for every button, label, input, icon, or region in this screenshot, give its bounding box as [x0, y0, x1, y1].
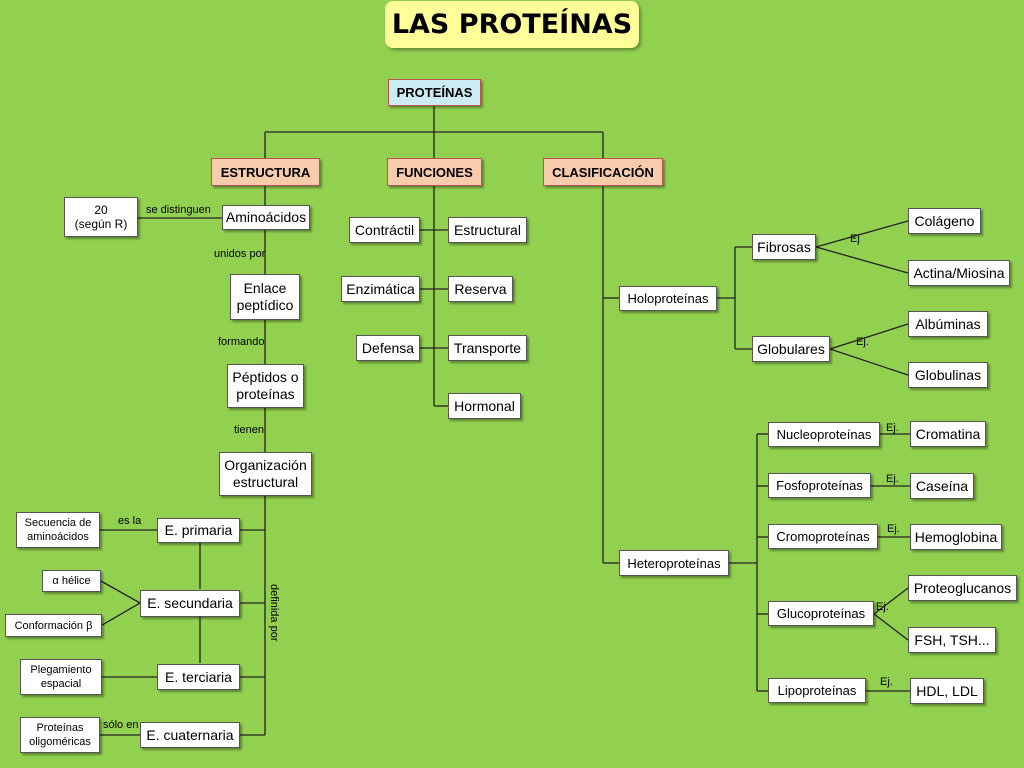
node-cromatina: Cromatina [910, 421, 986, 447]
node-reserva: Reserva [448, 276, 513, 302]
header-clasificacion: CLASIFICACIÓN [543, 158, 663, 186]
node-hemoglobina: Hemoglobina [910, 524, 1002, 550]
node-caseina: Caseína [910, 473, 974, 499]
node-proteoglucanos: Proteoglucanos [908, 575, 1017, 601]
node-globulares: Globulares [752, 336, 830, 362]
node-e-terciaria: E. terciaria [157, 664, 240, 690]
node-organizacion-estructural: Organización estructural [219, 452, 312, 496]
label-se-distinguen: se distinguen [146, 204, 211, 216]
label-ej-lipo: Ej. [880, 676, 893, 688]
label-ej-fibrosas: Ej [850, 233, 860, 245]
node-hdl-ldl: HDL, LDL [910, 678, 984, 704]
node-enlace-peptidico: Enlace peptídico [230, 274, 300, 320]
node-globulinas: Globulinas [908, 362, 988, 388]
node-albuminas: Albúminas [908, 311, 988, 337]
label-ej-globulares: Ej. [856, 336, 869, 348]
node-fibrosas: Fibrosas [752, 234, 816, 260]
node-transporte: Transporte [448, 335, 527, 361]
node-fsh-tsh: FSH, TSH... [908, 627, 996, 653]
node-plegamiento-espacial: Plegamiento espacial [20, 659, 102, 695]
label-ej-cromo: Ej. [887, 523, 900, 535]
label-unidos-por: unidos por [214, 248, 266, 260]
node-cromoproteinas: Cromoproteínas [768, 524, 878, 549]
node-enzimatica: Enzimática [341, 276, 420, 302]
node-colageno: Colágeno [908, 208, 981, 234]
node-secuencia-aminoacidos: Secuencia de aminoácidos [16, 512, 100, 548]
diagram-title: LAS PROTEÍNAS [385, 1, 639, 48]
node-e-primaria: E. primaria [157, 518, 240, 543]
node-peptidos-o-proteinas: Péptidos o proteínas [227, 364, 304, 408]
header-funciones: FUNCIONES [387, 158, 482, 186]
node-fosfoproteinas: Fosfoproteínas [768, 473, 871, 498]
node-holoproteinas: Holoproteínas [619, 286, 717, 311]
label-tienen: tienen [234, 424, 264, 436]
node-e-secundaria: E. secundaria [140, 590, 240, 617]
label-definida-por: definida por [268, 584, 280, 642]
node-heteroproteinas: Heteroproteínas [619, 550, 729, 576]
node-estructural: Estructural [448, 217, 527, 243]
node-conformacion-beta: Conformación β [5, 614, 102, 637]
label-formando: formando [218, 336, 265, 348]
node-e-cuaternaria: E. cuaternaria [140, 722, 240, 748]
node-hormonal: Hormonal [448, 393, 521, 419]
node-glucoproteinas: Glucoproteínas [768, 601, 874, 626]
node-actina-miosina: Actina/Miosina [908, 260, 1010, 286]
node-nucleoproteinas: Nucleoproteínas [768, 422, 880, 447]
label-solo-en: sólo en [103, 719, 139, 731]
node-contractil: Contráctil [349, 217, 420, 243]
node-defensa: Defensa [356, 335, 420, 361]
header-estructura: ESTRUCTURA [211, 158, 320, 186]
label-es-la: es la [118, 515, 142, 527]
node-proteinas-oligomericas: Proteínas oligoméricas [20, 717, 100, 753]
label-ej-fosfo: Ej. [886, 473, 899, 485]
node-alfa-helice: α hélice [42, 570, 101, 592]
node-lipoproteinas: Lipoproteínas [768, 678, 866, 703]
node-veinte-segun-r: 20 (según R) [64, 197, 138, 237]
root-node-proteinas: PROTEÍNAS [388, 79, 481, 106]
node-aminoacidos: Aminoácidos [222, 205, 310, 230]
label-ej-gluco: Ej. [876, 601, 889, 613]
label-ej-nucleo: Ej. [886, 422, 899, 434]
